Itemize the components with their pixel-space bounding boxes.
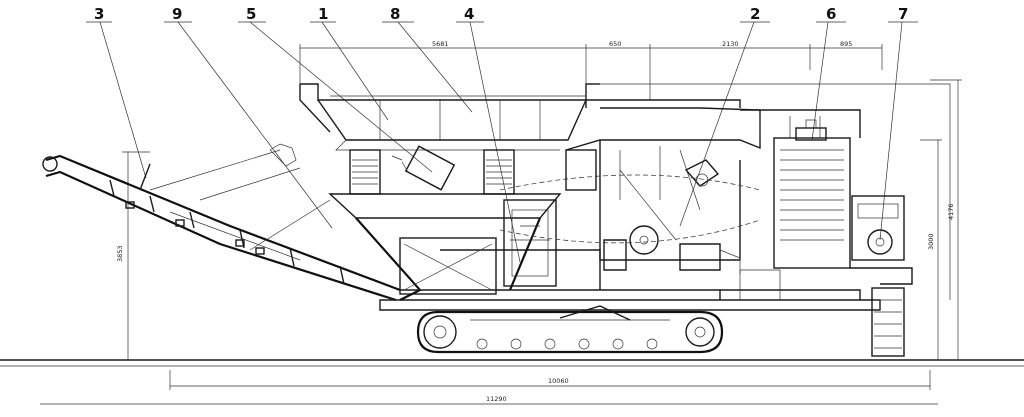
callout-3: 3 xyxy=(94,5,104,23)
callout-4: 4 xyxy=(464,5,474,23)
callout-5: 5 xyxy=(246,5,256,23)
dim-top-mid: 650 xyxy=(609,40,621,48)
callout-leaders xyxy=(86,21,918,263)
bottom-dimensions xyxy=(40,370,938,405)
callout-1: 1 xyxy=(318,5,328,23)
main-frame xyxy=(355,199,881,311)
ground-line xyxy=(0,359,1024,367)
dim-top-far-right: 895 xyxy=(840,40,852,48)
callout-6: 6 xyxy=(826,5,836,23)
dim-left-height: 3853 xyxy=(116,245,124,262)
left-height-dimension xyxy=(122,151,150,360)
power-unit xyxy=(773,119,913,357)
discharge-conveyor xyxy=(42,143,401,302)
dim-bottom-overall: 11290 xyxy=(486,395,507,403)
impact-crusher xyxy=(499,99,761,274)
dim-bottom-inner: 10060 xyxy=(548,377,569,385)
walkway-frame xyxy=(586,83,951,300)
right-height-dimensions xyxy=(920,79,962,360)
callout-7: 7 xyxy=(898,5,908,23)
top-dimension-chain xyxy=(299,44,883,100)
dim-top-right: 2130 xyxy=(722,40,739,48)
feed-hopper xyxy=(299,83,600,151)
callout-2: 2 xyxy=(750,5,760,23)
dim-right-height-inner: 3000 xyxy=(927,233,935,250)
callout-8: 8 xyxy=(390,5,400,23)
crawler-track xyxy=(416,269,861,354)
dim-top-left: 5681 xyxy=(432,40,449,48)
callout-9: 9 xyxy=(172,5,182,23)
feeder-springs xyxy=(328,145,562,219)
dim-right-height-outer: 4176 xyxy=(947,203,955,220)
